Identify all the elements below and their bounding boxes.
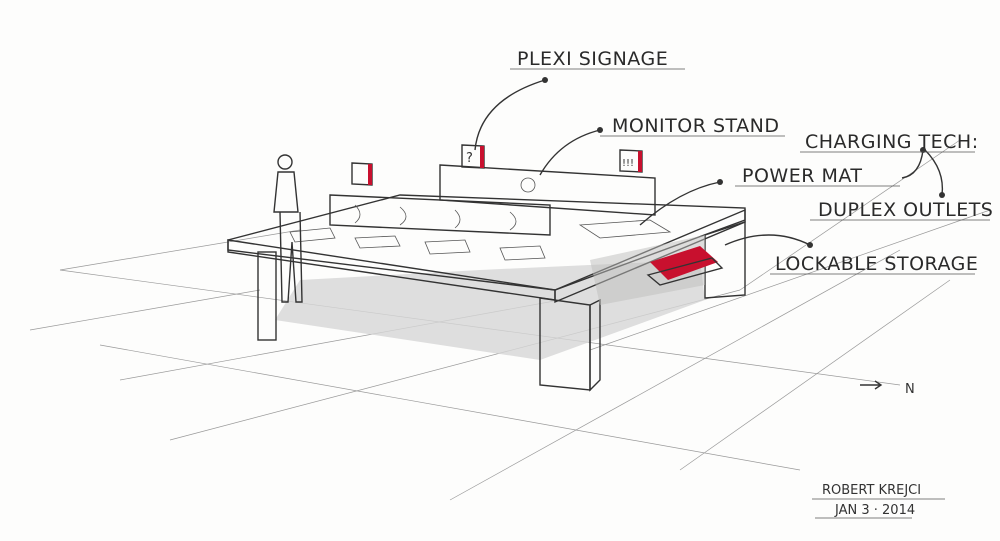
callout-labels: PLEXI SIGNAGE MONITOR STAND CHARGING TEC… <box>510 48 993 397</box>
label-duplex-outlets: DUPLEX OUTLETS <box>818 199 993 221</box>
sign-question-glyph: ? <box>466 151 473 166</box>
label-charging-tech: CHARGING TECH: <box>805 131 979 153</box>
signature-name: ROBERT KREJCI <box>822 483 921 498</box>
signature-block: ROBERT KREJCI JAN 3 · 2014 <box>812 483 945 519</box>
label-power-mat: POWER MAT <box>742 165 862 187</box>
label-lockable-storage: LOCKABLE STORAGE <box>775 253 978 275</box>
signature-date: JAN 3 · 2014 <box>834 503 915 518</box>
table <box>227 194 746 392</box>
leader-lines <box>474 77 945 390</box>
tablets <box>289 219 672 261</box>
label-monitor-stand: MONITOR STAND <box>612 115 780 137</box>
north-label: N <box>905 382 915 397</box>
person-figure <box>273 154 303 303</box>
label-plexi-signage: PLEXI SIGNAGE <box>517 48 668 70</box>
sign-exclaim-glyph: !!! <box>622 158 634 169</box>
monitor-stands: ? !!! <box>329 144 656 236</box>
lockable-storage-drawer <box>646 246 724 286</box>
